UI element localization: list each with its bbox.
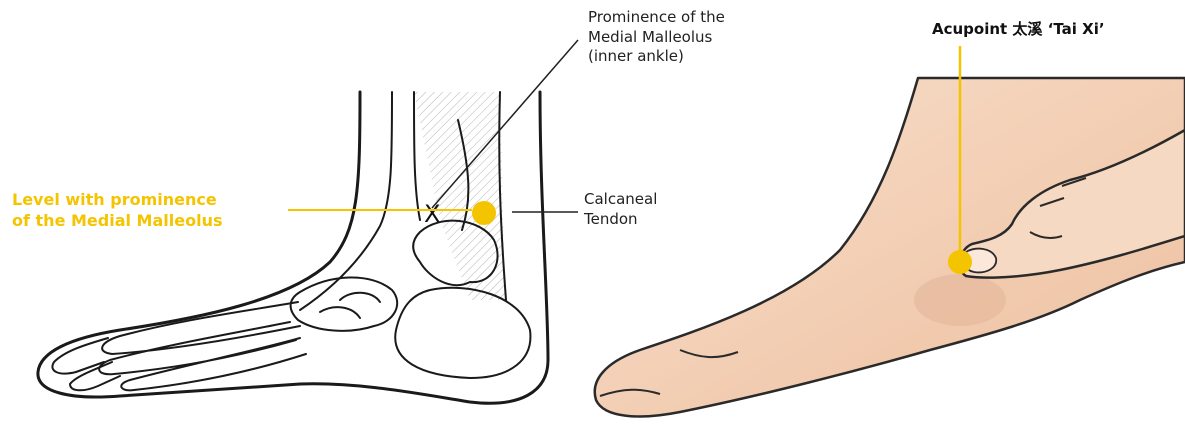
skeletal-foot-drawing xyxy=(38,92,548,403)
prominence-marker: X xyxy=(424,200,440,228)
foot-with-hand-drawing xyxy=(595,78,1185,416)
prominence-label: Prominence of the Medial Malleolus (inne… xyxy=(588,8,725,67)
tarsal-bones xyxy=(291,277,398,330)
ankle-shadow xyxy=(914,274,1006,326)
calcaneus-bone xyxy=(395,288,530,378)
tai-xi-point-left xyxy=(472,201,496,225)
tendon-label: Calcaneal Tendon xyxy=(584,190,657,229)
level-label: Level with prominence of the Medial Mall… xyxy=(12,190,222,232)
acupoint-label: Acupoint 太溪 ‘Tai Xi’ xyxy=(932,20,1105,40)
tai-xi-point-right xyxy=(948,250,972,274)
